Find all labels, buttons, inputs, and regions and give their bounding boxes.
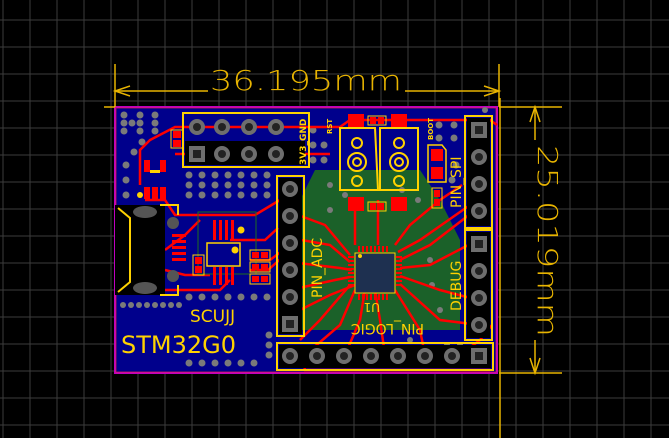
author-label: SCUJJ [190, 307, 235, 327]
dimension-height[interactable] [499, 98, 562, 438]
logic-label: PIN_LOGIC [351, 320, 424, 336]
adc-label: PIN_ADC [310, 238, 326, 298]
ic-u2 [197, 211, 257, 285]
height-dimension-label: 25.019mm [531, 145, 564, 337]
usb-connector[interactable] [115, 204, 186, 296]
adc-header[interactable] [276, 175, 305, 337]
spi-label: PIN_SPI [449, 156, 465, 208]
board-name-label: STM32G0 [121, 331, 236, 359]
capacitors-bank [192, 249, 271, 285]
led [427, 144, 447, 209]
dimension-width[interactable] [104, 64, 502, 108]
regulator [137, 160, 166, 199]
resistor-r1 [367, 115, 387, 212]
spi-header[interactable] [464, 115, 493, 229]
power-header[interactable] [182, 112, 310, 168]
capacitor-c1 [170, 129, 184, 149]
mcu-u1[interactable] [348, 246, 402, 300]
mcu-ref-label: U1 [364, 300, 380, 314]
reset-button[interactable] [339, 114, 380, 211]
rst-label: RST [326, 119, 334, 134]
debug-header[interactable] [464, 229, 493, 341]
power-label: 3V3_GND [299, 119, 309, 165]
debug-label: DEBUG [449, 261, 465, 311]
width-dimension-label: 36.195mm [210, 64, 402, 97]
boot-button[interactable] [379, 114, 419, 211]
logic-header[interactable] [276, 342, 494, 371]
boot-label: BOOT [427, 118, 435, 140]
